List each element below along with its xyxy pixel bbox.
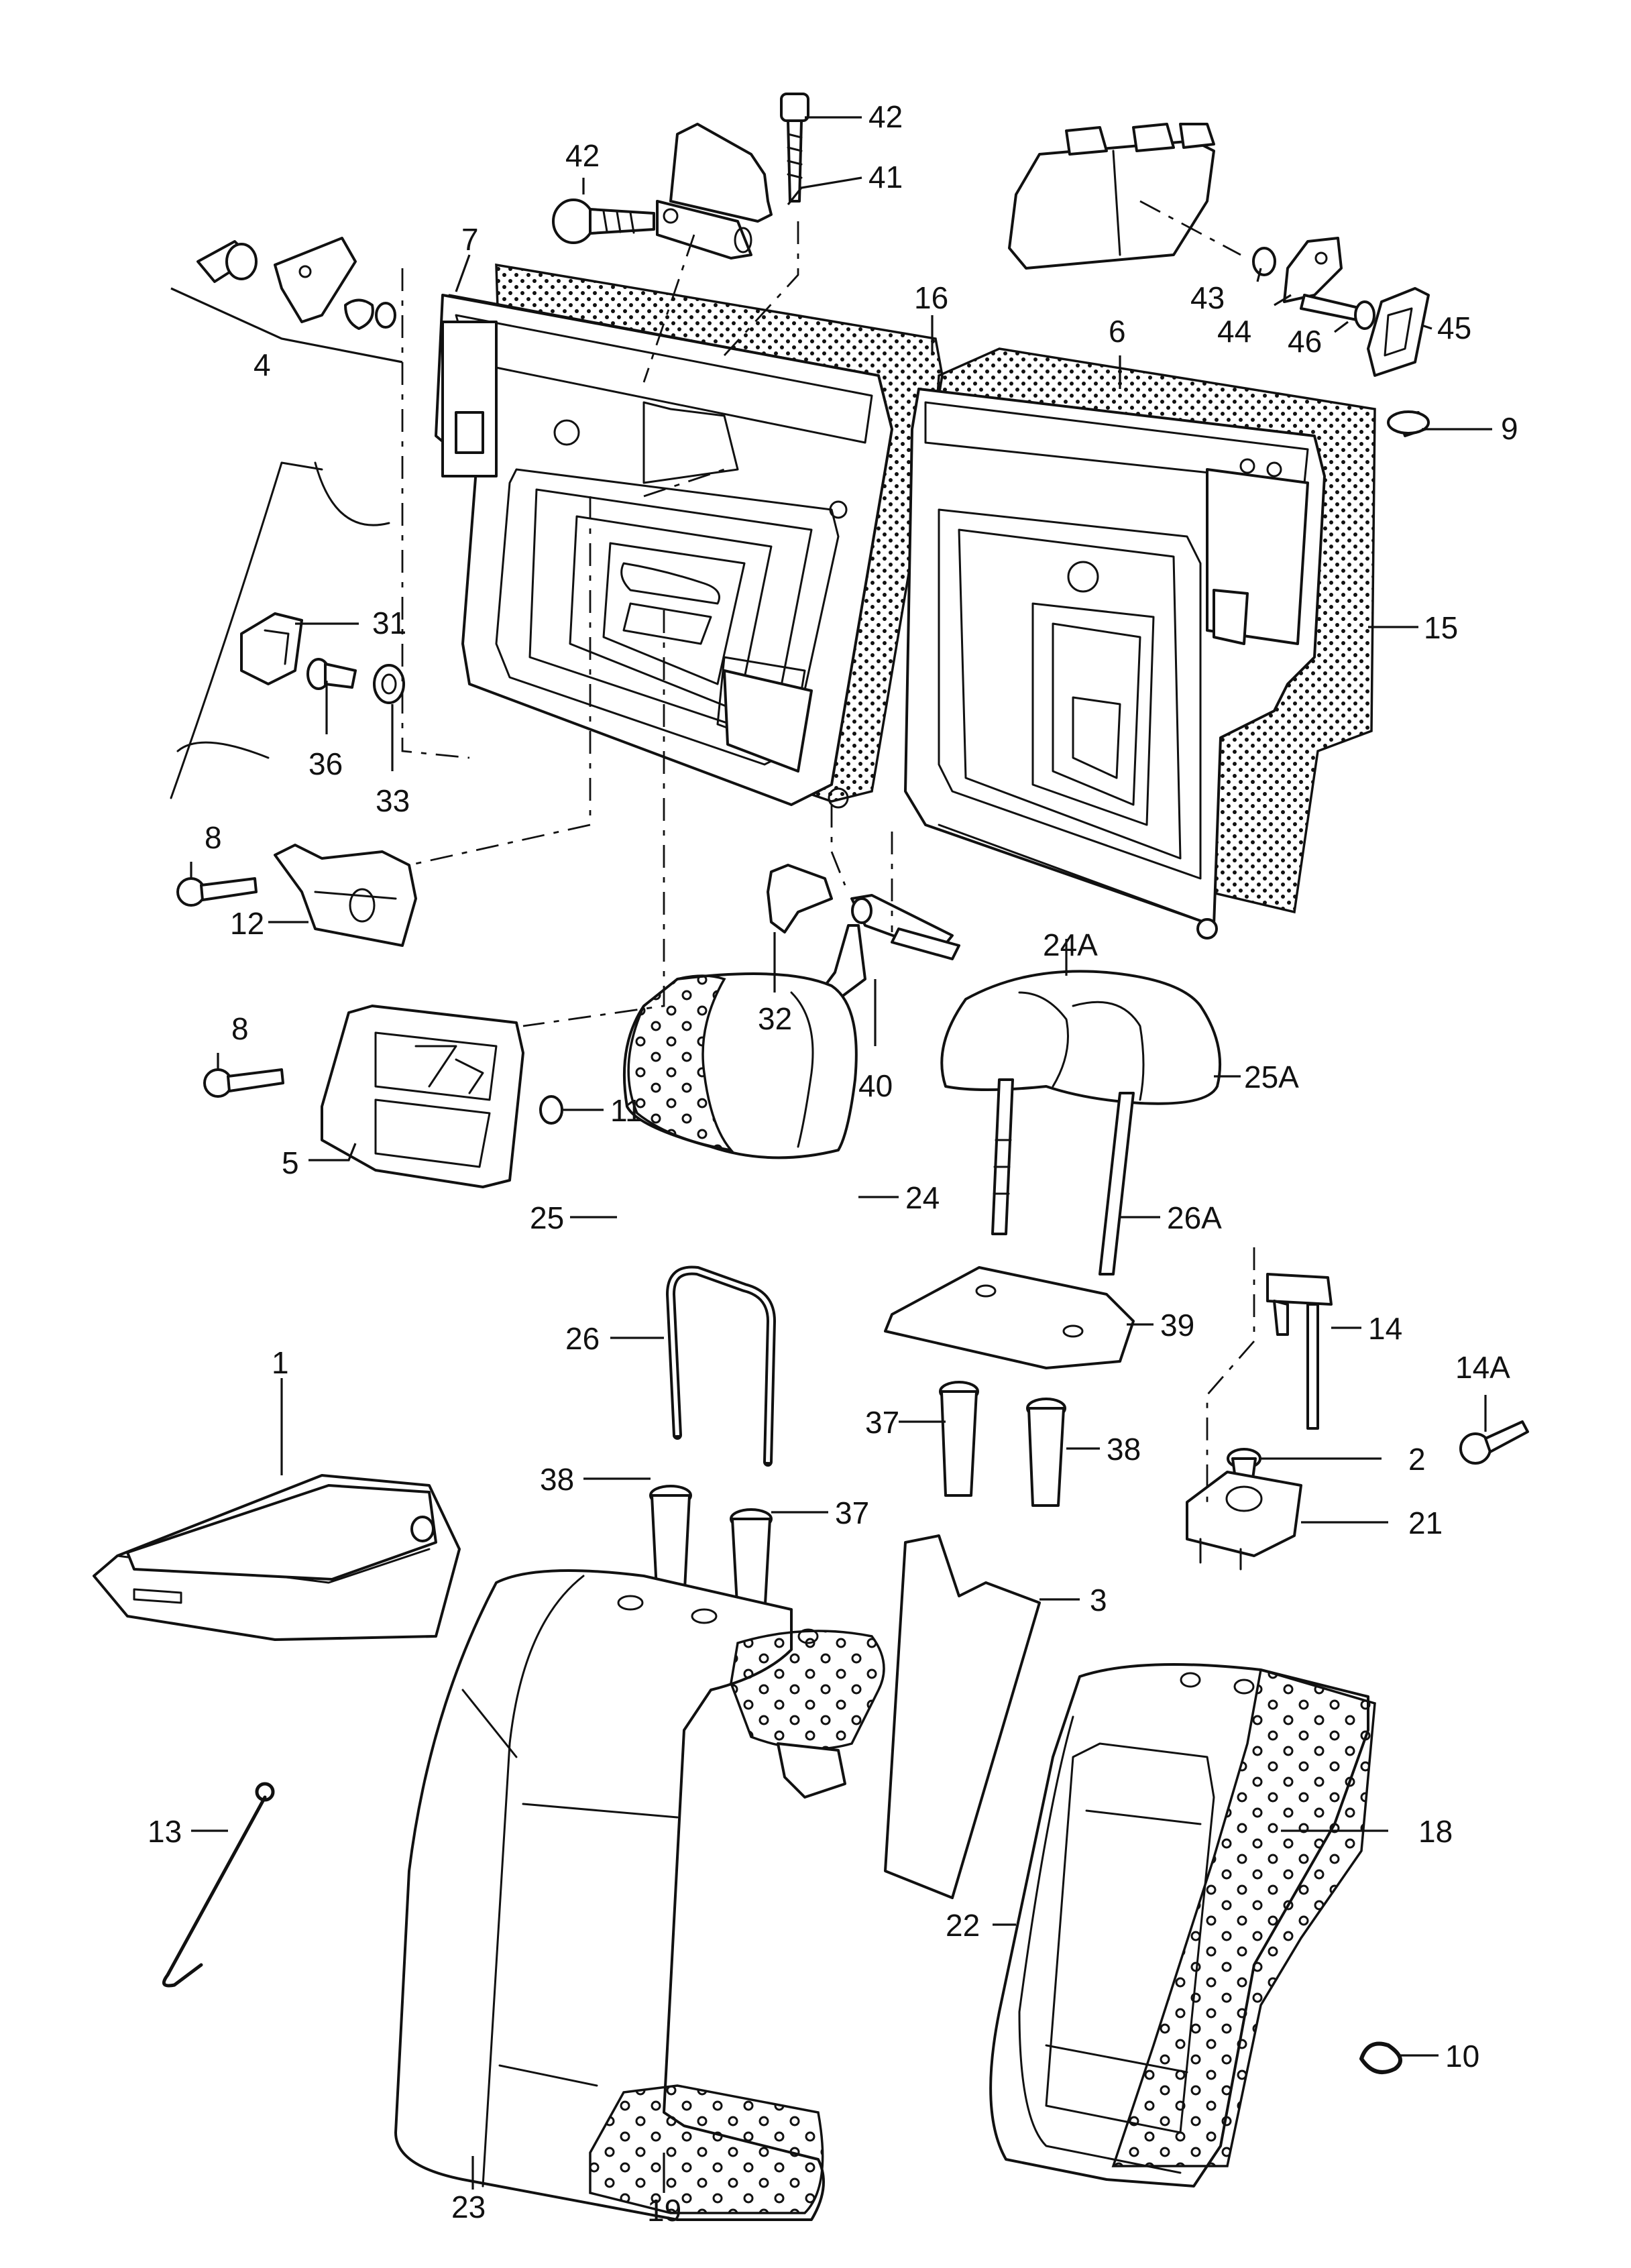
bolt-42-left: [552, 199, 655, 244]
guide-37-right: [939, 1381, 979, 1497]
seat-cushion-foam-18: [1111, 1668, 1376, 2167]
guide-38-left: [649, 1485, 692, 1604]
bolt-8-upper: [176, 877, 258, 907]
callout-36: 36: [308, 746, 343, 781]
callout-18: 18: [1418, 1814, 1453, 1849]
screw-46: [1300, 294, 1375, 330]
callout-16: 16: [914, 280, 948, 315]
washer-11: [539, 1095, 563, 1125]
switch-base-21: [1186, 1471, 1302, 1571]
callout-11: 11: [610, 1093, 642, 1128]
callout-13: 13: [148, 1814, 182, 1849]
callout-23: 23: [451, 2190, 486, 2224]
callout-43: 43: [1190, 280, 1225, 315]
callout-15: 15: [1424, 610, 1458, 645]
guide-38-right: [1026, 1398, 1066, 1507]
headrest-bar-26-inner: [668, 1268, 774, 1463]
callout-25: 25: [530, 1200, 564, 1235]
callout-26A: 26A: [1167, 1200, 1222, 1235]
bolt-42-top: [780, 93, 809, 203]
bolt-36: [306, 658, 357, 690]
bracket-44: [1283, 237, 1343, 303]
headrest-24: [622, 972, 858, 1159]
callout-8-lower: 8: [231, 1011, 249, 1046]
callout-14: 14: [1368, 1311, 1402, 1346]
callout-1: 1: [272, 1345, 289, 1380]
callout-4: 4: [254, 347, 271, 382]
cap-9: [1387, 410, 1430, 437]
callout-42-top: 42: [868, 99, 903, 134]
callout-45: 45: [1437, 310, 1471, 345]
switch-14: [1266, 1273, 1333, 1430]
hinge-bracket: [656, 123, 773, 260]
trim-plate-hole-b: [1062, 1324, 1084, 1338]
guide-37-left: [730, 1508, 773, 1618]
callout-46: 46: [1288, 324, 1322, 359]
callout-31: 31: [372, 606, 406, 640]
headrest-bar-26: [666, 1265, 776, 1467]
callout-2: 2: [1408, 1442, 1426, 1477]
callout-39: 39: [1160, 1308, 1194, 1343]
backrest-frame-left: [435, 294, 893, 809]
callout-38-left: 38: [540, 1462, 574, 1497]
backrest-frame-right: [904, 388, 1326, 940]
seat-backrest-cover-23: [394, 1569, 885, 2221]
hinge-bracket-12: [274, 844, 417, 947]
screw-14A: [1459, 1420, 1529, 1465]
leader-lines: [190, 116, 1492, 2193]
bolt-8-lower: [203, 1068, 284, 1098]
headrest-24A: [940, 970, 1222, 1275]
callout-9: 9: [1501, 411, 1518, 446]
callout-24: 24: [905, 1180, 940, 1215]
callout-42-left: 42: [565, 138, 600, 173]
clip-31: [240, 612, 303, 685]
hook-rod-13: [162, 1782, 275, 1988]
callout-24A: 24A: [1043, 927, 1098, 962]
bushing-33: [373, 664, 405, 704]
callout-37-left: 37: [835, 1495, 869, 1530]
assembly-lines: [401, 200, 1255, 1502]
vehicle-body-outline: [170, 461, 390, 799]
callout-38-right: 38: [1107, 1432, 1141, 1467]
callout-32: 32: [758, 1001, 792, 1036]
latch-assembly: [170, 237, 403, 363]
callout-44: 44: [1217, 314, 1251, 349]
callout-8-upper: 8: [205, 820, 222, 855]
strap-3: [884, 1534, 1041, 1899]
callout-37-right: 37: [865, 1405, 899, 1440]
callout-19: 19: [647, 2193, 681, 2228]
clip-10: [1359, 2041, 1402, 2074]
callout-3: 3: [1090, 1583, 1107, 1618]
hinge-pin-40: [824, 894, 960, 1001]
callout-7: 7: [461, 222, 479, 257]
callout-21: 21: [1408, 1506, 1443, 1540]
clip-32: [767, 864, 833, 933]
callout-33: 33: [376, 783, 410, 818]
trim-plate-hole-a: [975, 1284, 997, 1298]
callout-labels: 42 41 42 7 4 16 6 43 44 46 45 9 15 31 36…: [148, 99, 1518, 2228]
mounting-plate-5: [321, 1005, 524, 1188]
callout-26: 26: [565, 1321, 600, 1356]
callout-40: 40: [858, 1068, 893, 1103]
trim-plate-39: [884, 1266, 1135, 1369]
headrest-guide-pair: [1008, 123, 1215, 270]
callout-41: 41: [868, 160, 903, 194]
callout-22: 22: [946, 1908, 980, 1943]
callout-12: 12: [230, 906, 264, 941]
washer-43: [1252, 247, 1276, 276]
callout-10: 10: [1445, 2039, 1479, 2074]
callout-5: 5: [282, 1145, 299, 1180]
callout-6: 6: [1109, 314, 1126, 349]
callout-14A: 14A: [1455, 1350, 1510, 1385]
armrest-pad: [93, 1474, 461, 1641]
clip-45: [1367, 287, 1430, 377]
callout-25A: 25A: [1244, 1060, 1299, 1094]
